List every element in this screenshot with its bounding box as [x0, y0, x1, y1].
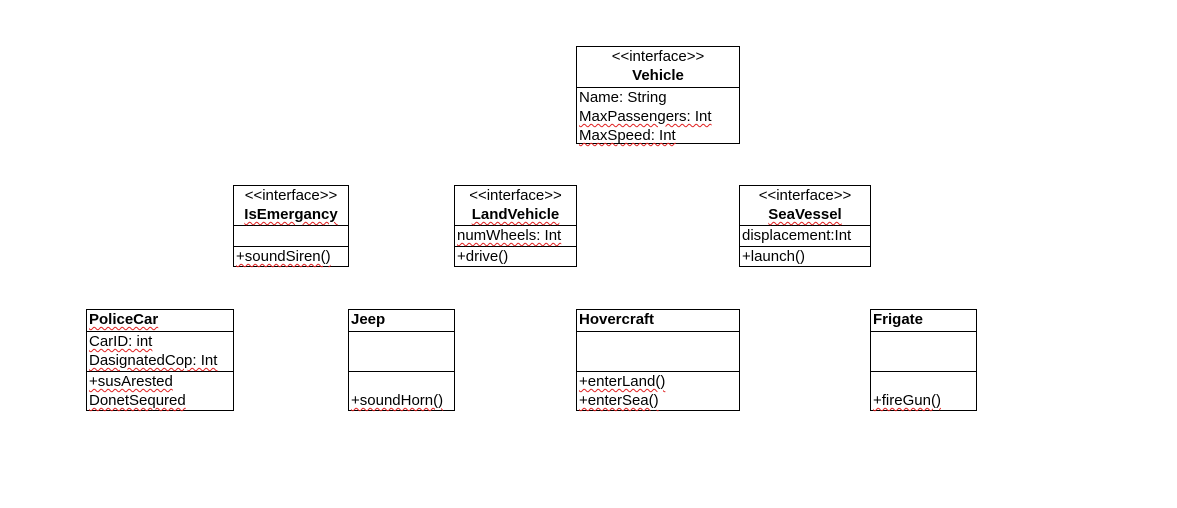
policecar-attributes: CarID: int DasignatedCop: Int	[87, 332, 233, 372]
landvehicle-stereotype: <<interface>>	[469, 187, 562, 204]
policecar-methods: +susArested DonetSequred	[87, 372, 233, 410]
jeep-name: Jeep	[351, 311, 386, 328]
frigate-method-firegun: +fireGun()	[873, 392, 941, 409]
seavessel-methods: +launch()	[740, 247, 870, 266]
frigate-attributes	[871, 332, 976, 372]
seavessel-header: <<interface>> SeaVessel	[740, 186, 870, 226]
frigate-name: Frigate	[873, 311, 924, 328]
isemergancy-stereotype: <<interface>>	[244, 187, 338, 204]
jeep-method-spacer	[351, 372, 454, 391]
jeep-attributes	[349, 332, 454, 372]
isemergancy-name: IsEmergancy	[244, 206, 338, 223]
vehicle-attr-maxpassengers: MaxPassengers: Int	[579, 108, 712, 125]
seavessel-attr-displacement: displacement:Int	[742, 227, 852, 244]
landvehicle-attributes: numWheels: Int	[455, 226, 576, 247]
seavessel-interface-box: <<interface>> SeaVessel displacement:Int…	[739, 185, 871, 267]
frigate-method-spacer	[873, 372, 976, 391]
landvehicle-name: LandVehicle	[471, 206, 560, 223]
frigate-class-box: Frigate +fireGun()	[870, 309, 977, 411]
isemergancy-header: <<interface>> IsEmergancy	[234, 186, 348, 226]
jeep-class-box: Jeep +soundHorn()	[348, 309, 455, 411]
isemergancy-attributes	[234, 226, 348, 247]
seavessel-attributes: displacement:Int	[740, 226, 870, 247]
hovercraft-attributes	[577, 332, 739, 372]
vehicle-header: <<interface>> Vehicle	[577, 47, 739, 88]
isemergancy-interface-box: <<interface>> IsEmergancy +soundSiren()	[233, 185, 349, 267]
hovercraft-class-box: Hovercraft +enterLand() +enterSea()	[576, 309, 740, 411]
landvehicle-methods: +drive()	[455, 247, 576, 266]
isemergancy-methods: +soundSiren()	[234, 247, 348, 266]
isemergancy-method-soundsiren: +soundSiren()	[236, 248, 331, 265]
jeep-methods: +soundHorn()	[349, 372, 454, 410]
frigate-methods: +fireGun()	[871, 372, 976, 410]
jeep-method-soundhorn: +soundHorn()	[351, 392, 444, 409]
vehicle-stereotype: <<interface>>	[611, 48, 705, 65]
vehicle-name: Vehicle	[632, 67, 684, 84]
policecar-method-susarested: +susArested	[89, 373, 173, 390]
hovercraft-methods: +enterLand() +enterSea()	[577, 372, 739, 410]
seavessel-name: SeaVessel	[768, 206, 842, 223]
landvehicle-method-drive: +drive()	[457, 248, 509, 265]
hovercraft-header: Hovercraft	[577, 310, 739, 332]
policecar-attr-dasignatedcop: DasignatedCop: Int	[89, 352, 218, 369]
hovercraft-method-enterland: +enterLand()	[579, 373, 666, 390]
policecar-name: PoliceCar	[89, 311, 159, 328]
jeep-header: Jeep	[349, 310, 454, 332]
vehicle-attr-maxspeed: MaxSpeed: Int	[579, 127, 676, 144]
seavessel-method-launch: +launch()	[742, 248, 805, 265]
landvehicle-interface-box: <<interface>> LandVehicle numWheels: Int…	[454, 185, 577, 267]
hovercraft-method-entersea: +enterSea()	[579, 392, 659, 409]
frigate-header: Frigate	[871, 310, 976, 332]
vehicle-attributes: Name: String MaxPassengers: Int MaxSpeed…	[577, 88, 739, 145]
seavessel-stereotype: <<interface>>	[758, 187, 852, 204]
landvehicle-attr-numwheels: numWheels: Int	[457, 227, 562, 244]
vehicle-attr-name: Name: String	[579, 89, 667, 106]
landvehicle-header: <<interface>> LandVehicle	[455, 186, 576, 226]
hovercraft-name: Hovercraft	[579, 311, 655, 328]
policecar-header: PoliceCar	[87, 310, 233, 332]
policecar-class-box: PoliceCar CarID: int DasignatedCop: Int …	[86, 309, 234, 411]
vehicle-interface-box: <<interface>> Vehicle Name: String MaxPa…	[576, 46, 740, 144]
policecar-attr-carid: CarID: int	[89, 333, 153, 350]
policecar-method-donetsequred: DonetSequred	[89, 392, 186, 409]
